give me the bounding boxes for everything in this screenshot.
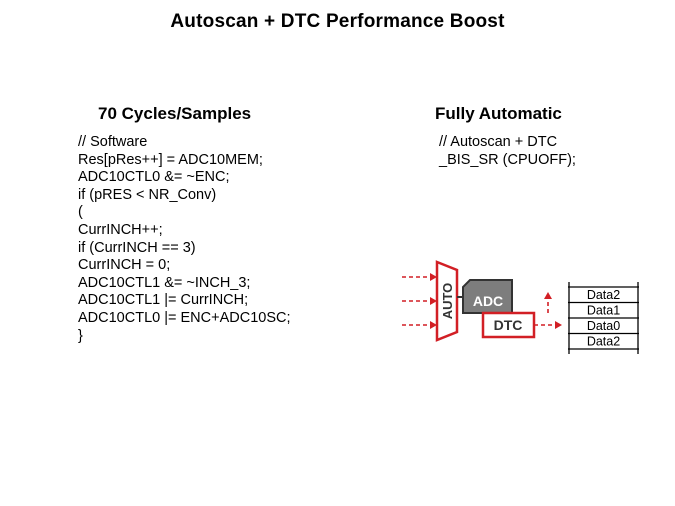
input-arrow-heads (430, 273, 437, 329)
dtc-output-arrow (534, 321, 562, 329)
software-code-line: Res[pRes++] = ADC10MEM; (78, 151, 263, 168)
auto-label: AUTO (440, 283, 455, 320)
left-column-heading: 70 Cycles/Samples (98, 104, 252, 123)
auto-mux-block (435, 260, 459, 342)
software-code-line: if (CurrINCH == 3) (78, 239, 196, 256)
software-code-line: CurrINCH++; (78, 221, 163, 238)
autoscan-code-block: // Autoscan + DTC_BIS_SR (CPUOFF); (439, 134, 576, 169)
software-code-line: } (78, 327, 83, 344)
slide-title: Autoscan + DTC Performance Boost (170, 11, 505, 32)
data-row-label: Data1 (587, 304, 620, 318)
software-code-line: ( (78, 204, 83, 221)
input-arrows (402, 276, 430, 326)
autoscan-code-line: // Autoscan + DTC (439, 134, 558, 150)
software-code-line: CurrINCH = 0; (78, 257, 171, 274)
data-row-label: Data2 (587, 335, 620, 349)
adc-label: ADC (473, 293, 503, 309)
software-code-line: ADC10CTL0 |= ENC+ADC10SC; (78, 309, 291, 326)
software-code-line: ADC10CTL1 &= ~INCH_3; (78, 274, 251, 291)
autoscan-code-line: _BIS_SR (CPUOFF); (439, 151, 576, 168)
software-code-line: // Software (78, 134, 148, 150)
software-code-line: if (pRES < NR_Conv) (78, 186, 217, 203)
data-row-label: Data2 (587, 288, 620, 302)
dtc-up-arrow (544, 292, 552, 313)
right-column-heading: Fully Automatic (435, 104, 562, 123)
software-code-line: ADC10CTL1 |= CurrINCH; (78, 292, 249, 309)
data-row-label: Data0 (587, 319, 620, 333)
software-code-line: ADC10CTL0 &= ~ENC; (78, 169, 230, 186)
dtc-label: DTC (494, 317, 523, 333)
